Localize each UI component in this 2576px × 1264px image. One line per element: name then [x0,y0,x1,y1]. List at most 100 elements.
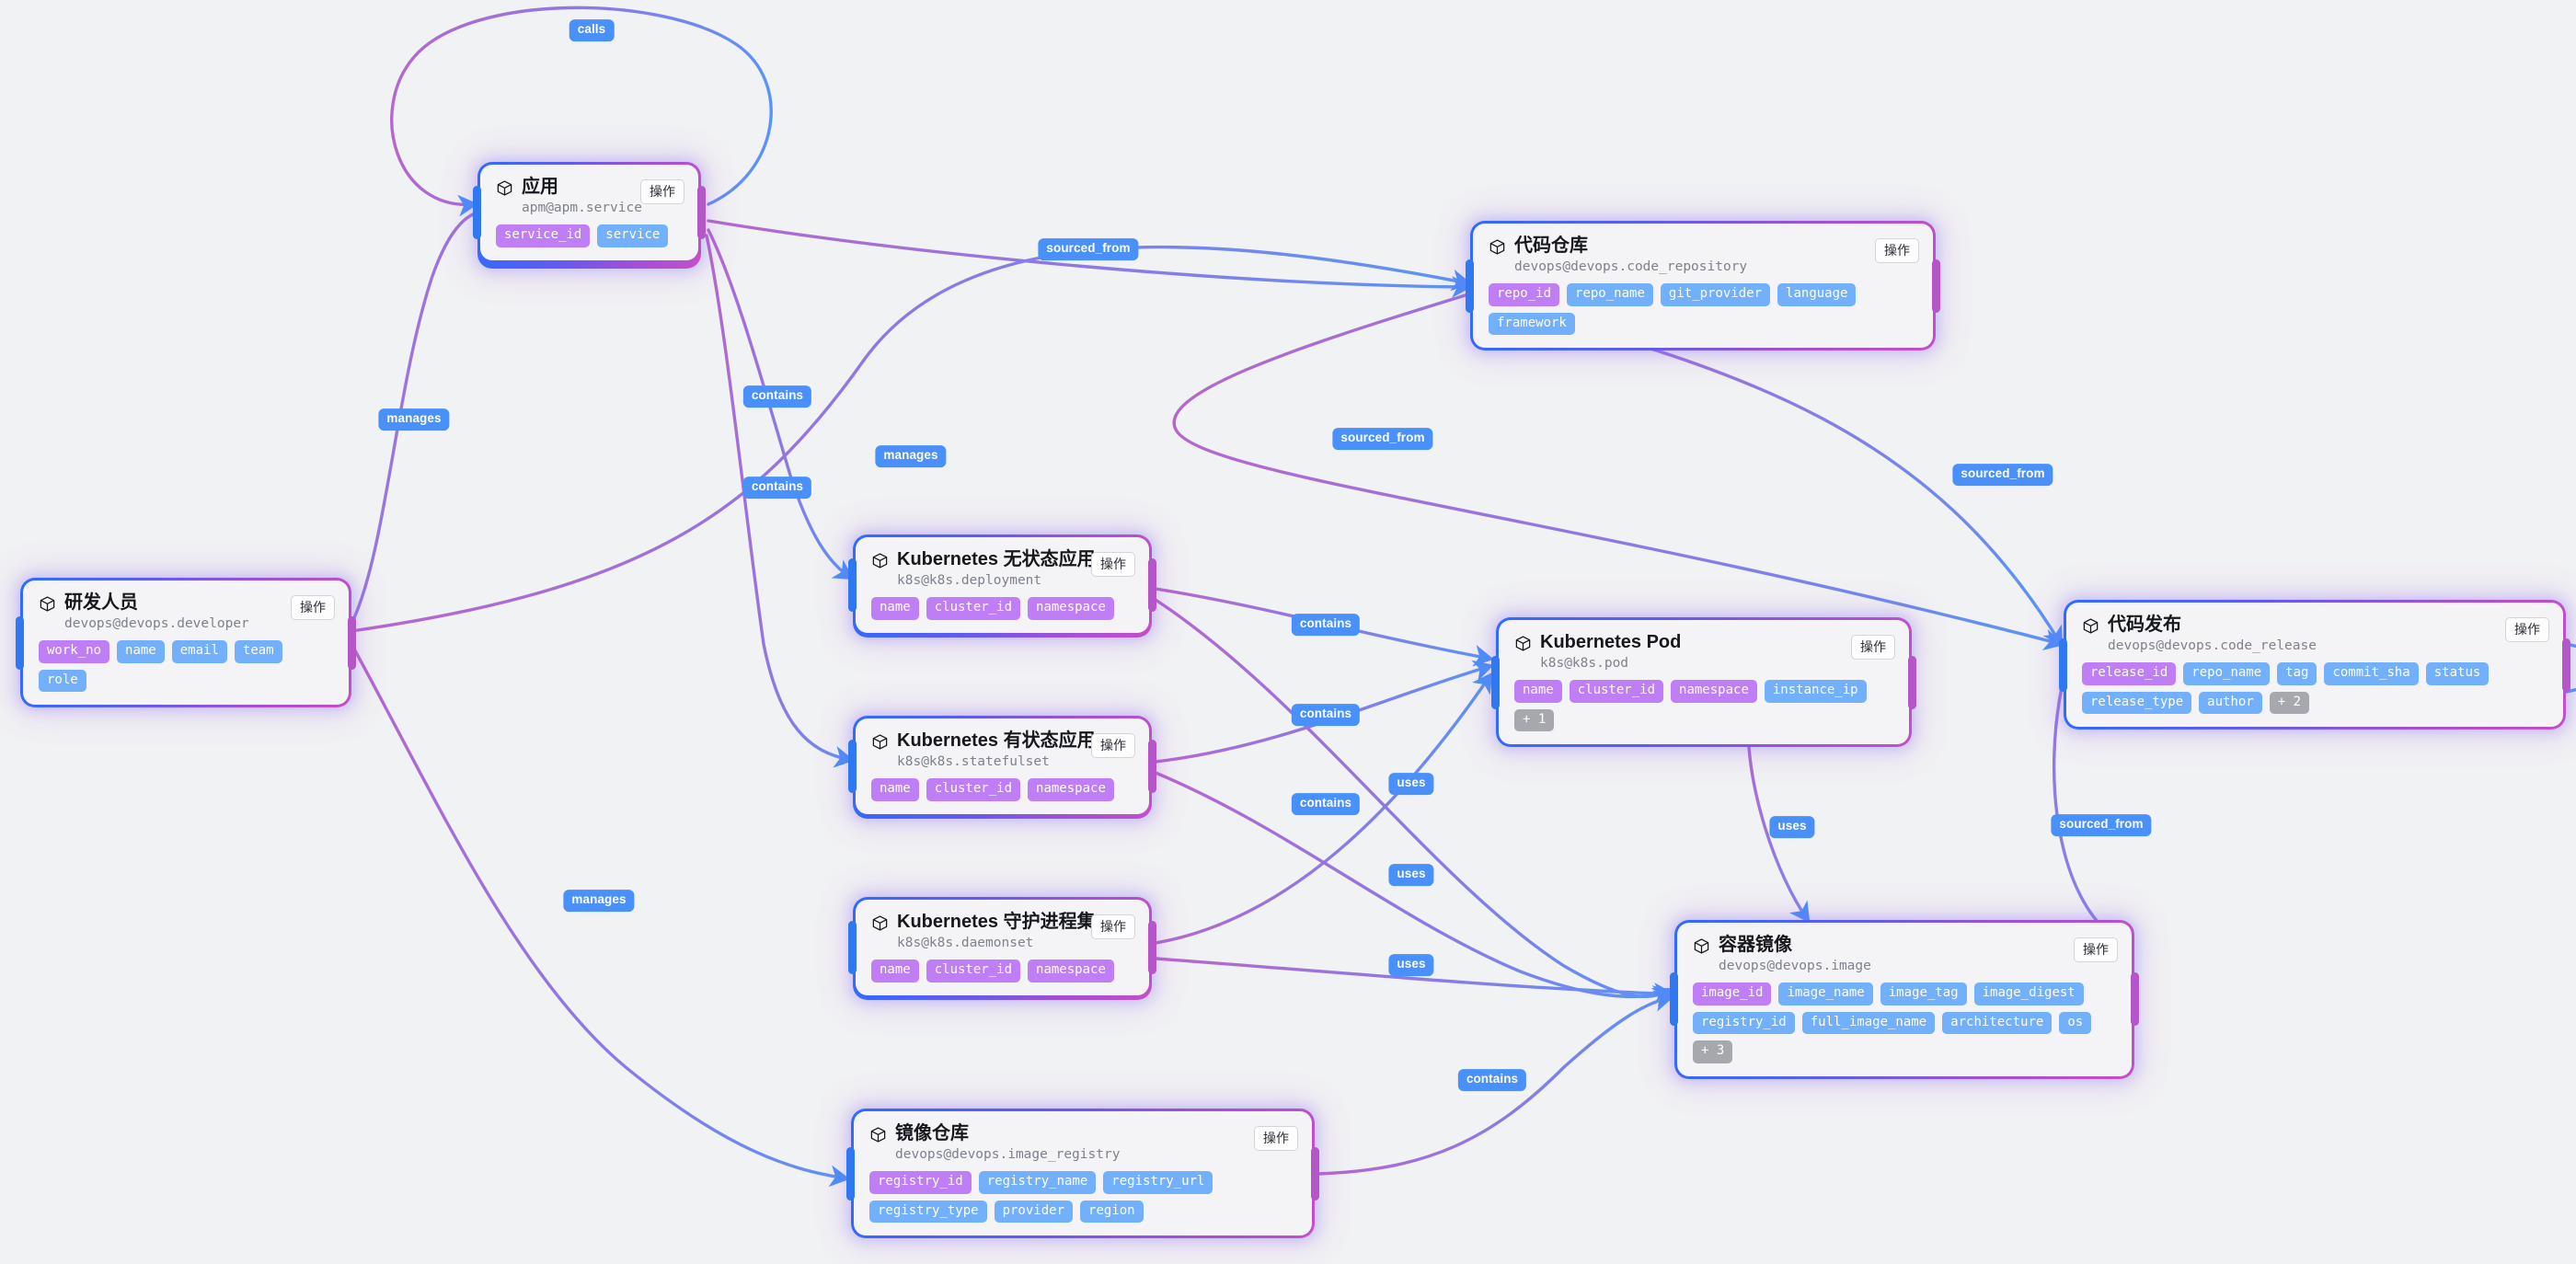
node-handle-right[interactable] [2131,972,2139,1027]
node-handle-right[interactable] [1148,557,1156,612]
node-field-tag[interactable]: full_image_name [1801,1011,1936,1035]
node-field-tag[interactable]: cluster_id [926,959,1021,982]
node-handle-right[interactable] [1908,655,1916,709]
node-field-tag[interactable]: registry_url [1103,1171,1213,1194]
node-field-tag[interactable]: name [871,597,919,620]
edge-label-sourced-from[interactable]: sourced_from [1038,238,1139,260]
node-handle-left[interactable] [848,920,857,974]
node-field-tag[interactable]: namespace [1028,597,1114,620]
node-action-button[interactable]: 操作 [1875,238,1919,264]
node-field-tag[interactable]: region [1080,1200,1144,1224]
node-field-tag[interactable]: cluster_id [926,778,1021,801]
node-field-tag[interactable]: repo_id [1489,283,1560,306]
edge-label-manages[interactable]: manages [378,408,450,431]
node-field-tag[interactable]: instance_ip [1764,680,1867,703]
edge-label-sourced-from[interactable]: sourced_from [1952,464,2053,486]
node-field-tag[interactable]: service [597,224,669,247]
node-field-tag[interactable]: release_id [2082,662,2177,685]
node-field-tag[interactable]: cluster_id [926,597,1021,620]
node-handle-right[interactable] [1311,1146,1319,1201]
edge-label-contains[interactable]: contains [742,477,812,499]
node-handle-left[interactable] [848,557,857,612]
edge-label-contains[interactable]: contains [1291,704,1361,726]
node-field-tag[interactable]: cluster_id [1569,680,1664,703]
node-field-tag[interactable]: language [1777,283,1857,306]
node-action-button[interactable]: 操作 [2074,937,2118,963]
node-handle-left[interactable] [2059,638,2067,692]
node-field-tag[interactable]: image_tag [1880,982,1967,1005]
node-handle-left[interactable] [848,739,857,793]
edge-label-sourced-from[interactable]: sourced_from [2051,814,2152,836]
node-field-tag[interactable]: commit_sha [2324,662,2419,685]
node-action-button[interactable]: 操作 [1091,552,1135,578]
node-handle-right[interactable] [1148,739,1156,793]
node-handle-left[interactable] [1670,972,1678,1027]
node-field-tag[interactable]: team [234,640,282,663]
edge-label-contains[interactable]: contains [1291,793,1361,815]
node-action-button[interactable]: 操作 [1851,635,1895,661]
node-field-tag[interactable]: registry_name [978,1171,1097,1194]
node-action-button[interactable]: 操作 [2505,617,2549,643]
node-field-tag[interactable]: namespace [1671,680,1757,703]
node-field-tag[interactable]: provider [994,1200,1074,1224]
node-field-tag[interactable]: repo_name [1567,283,1653,306]
node-field-tag[interactable]: service_id [496,224,591,247]
tag-overflow-count[interactable]: + 1 [1514,708,1555,732]
edge-label-uses[interactable]: uses [1388,864,1434,886]
node-field-tag[interactable]: name [871,959,919,982]
edge-label-contains[interactable]: contains [1457,1069,1527,1091]
edge-label-manages[interactable]: manages [875,445,947,467]
node-handle-right[interactable] [2562,638,2570,692]
edge-label-sourced-from[interactable]: sourced_from [1332,428,1433,450]
node-field-tag[interactable]: namespace [1028,778,1114,801]
node-field-tag[interactable]: image_name [1778,982,1873,1005]
node-field-tag[interactable]: status [2425,662,2490,685]
node-field-tag[interactable]: framework [1489,312,1575,336]
node-handle-right[interactable] [697,185,706,239]
node-field-tag[interactable]: registry_id [869,1171,972,1194]
edge-label-contains[interactable]: contains [1291,614,1361,636]
node-field-tag[interactable]: namespace [1028,959,1114,982]
node-field-tag[interactable]: image_id [1693,982,1772,1005]
tag-overflow-count[interactable]: + 2 [2269,691,2310,715]
node-field-tag[interactable]: name [1514,680,1562,703]
edge-label-contains[interactable]: contains [742,385,812,408]
node-action-button[interactable]: 操作 [1091,914,1135,940]
node-handle-left[interactable] [1491,655,1500,709]
node-field-tag[interactable]: work_no [39,640,110,663]
node-handle-right[interactable] [1932,259,1940,313]
edge-label-uses[interactable]: uses [1769,816,1815,838]
node-handle-left[interactable] [1466,259,1474,313]
node-handle-left[interactable] [473,185,481,239]
node-action-button[interactable]: 操作 [291,595,335,621]
node-field-tag[interactable]: os [2059,1011,2092,1035]
node-field-tag[interactable]: repo_name [2183,662,2271,685]
edge-label-uses[interactable]: uses [1388,954,1434,976]
node-field-tag[interactable]: image_digest [1973,982,2084,1005]
node-field-tag[interactable]: tag [2277,662,2317,685]
node-field-tag[interactable]: name [871,778,919,801]
node-field-tag[interactable]: release_type [2082,691,2192,715]
edge-label-calls[interactable]: calls [569,19,615,41]
node-action-button[interactable]: 操作 [640,179,684,205]
node-action-button[interactable]: 操作 [1254,1126,1298,1152]
node-field-tag[interactable]: registry_id [1693,1011,1795,1035]
